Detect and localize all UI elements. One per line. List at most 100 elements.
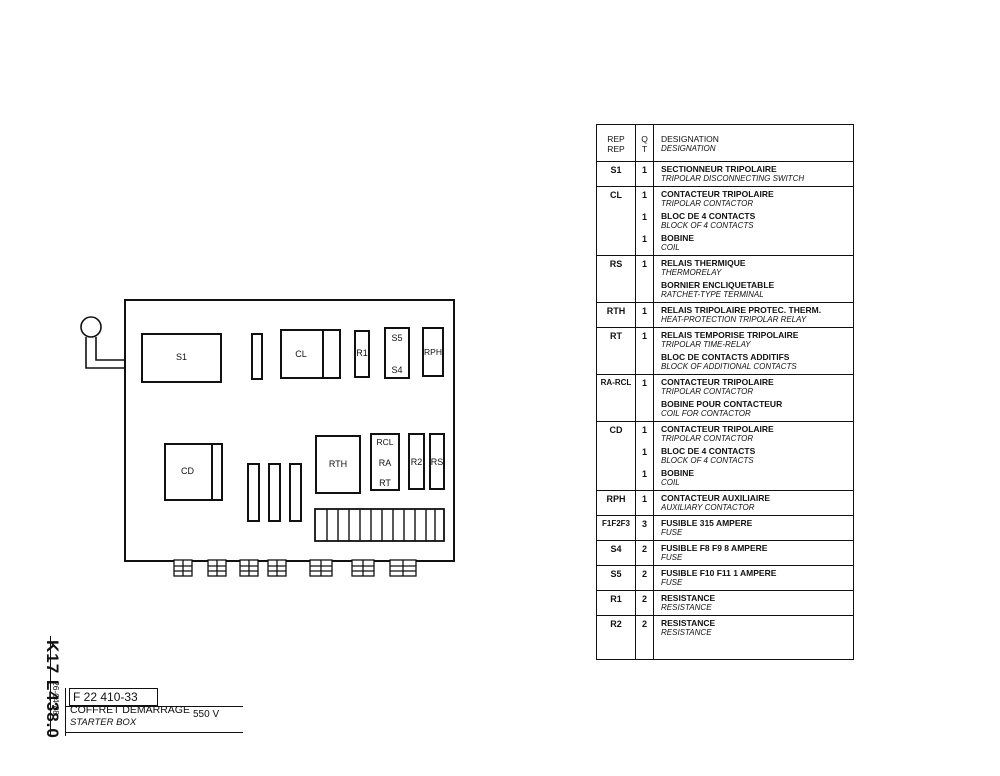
header-rep-en: REP <box>607 144 625 154</box>
terminal-bar <box>247 463 260 522</box>
designation-en: BLOCK OF ADDITIONAL CONTACTS <box>661 362 797 371</box>
row-quantity: 1 <box>641 165 647 175</box>
drawing-title-en: STARTER BOX <box>70 717 137 728</box>
drawing-reference: F 22 410-33 <box>69 688 158 706</box>
terminal-strip <box>314 508 445 542</box>
component-s1-label: S1 <box>175 352 187 362</box>
designation-fr: BLOC DE 4 CONTACTS <box>661 211 756 221</box>
designation-en: BLOCK OF 4 CONTACTS <box>661 456 754 465</box>
component-ra-label: RA <box>378 458 392 468</box>
designation-fr: FUSIBLE F10 F11 1 AMPERE <box>661 568 777 578</box>
designation-en: TRIPOLAR CONTACTOR <box>661 199 754 208</box>
component-cl-divider <box>322 329 324 379</box>
terminal-bar <box>251 333 263 380</box>
row-reference: S1 <box>610 165 622 175</box>
component-rs <box>429 433 445 490</box>
drawing-title-fr: COFFRET DEMARRAGE <box>70 704 190 716</box>
component-rt-label: RT <box>379 478 391 488</box>
row-designation: RELAIS TRIPOLAIRE PROTEC. THERM.HEAT-PRO… <box>661 305 851 325</box>
component-s5-label: S5 <box>391 333 403 343</box>
component-rph-label: RPH <box>424 347 442 357</box>
component-r1-label: R1 <box>356 348 368 358</box>
row-quantity: 1 <box>641 494 647 504</box>
designation-fr: RESISTANCE <box>661 593 716 603</box>
component-rcl-label: RCL <box>376 437 394 447</box>
row-quantity: 3 <box>641 519 647 529</box>
row-reference: S5 <box>610 569 622 579</box>
row-quantity: 1 <box>641 331 647 341</box>
designation-en: RESISTANCE <box>661 628 712 637</box>
column-divider <box>653 125 654 659</box>
component-rs-label: RS <box>430 457 444 467</box>
component-s4-label: S4 <box>391 365 403 375</box>
row-quantity: 1 <box>641 469 647 479</box>
row-quantity: 1 <box>641 234 647 244</box>
row-reference: F1F2F3 <box>601 519 630 528</box>
cable-glands <box>173 559 417 577</box>
designation-fr: CONTACTEUR TRIPOLAIRE <box>661 424 774 434</box>
header-rep-fr: REP <box>607 134 625 144</box>
row-reference: RPH <box>606 494 626 504</box>
designation-fr: SECTIONNEUR TRIPOLAIRE <box>661 164 777 174</box>
designation-en: TRIPOLAR CONTACTOR <box>661 434 754 443</box>
component-cl-label: CL <box>295 349 307 359</box>
designation-fr: BLOC DE CONTACTS ADDITIFS <box>661 352 790 362</box>
title-block-divider <box>65 706 243 707</box>
component-rth <box>315 435 361 494</box>
component-r2 <box>408 433 425 490</box>
component-rth-label: RTH <box>328 459 348 469</box>
title-block-divider <box>50 636 52 736</box>
starter-box-diagram <box>70 290 470 590</box>
header-qt-t: T <box>641 144 648 154</box>
row-quantity: 1 <box>641 190 647 200</box>
title-block-divider <box>65 688 67 736</box>
designation-en: COIL <box>661 478 680 487</box>
column-divider <box>635 125 636 659</box>
terminal-bar <box>268 463 281 522</box>
designation-en: THERMORELAY <box>661 268 722 277</box>
component-r1 <box>354 330 370 378</box>
component-r2-label: R2 <box>410 457 423 467</box>
component-s5-s4 <box>384 327 410 379</box>
designation-fr: FUSIBLE 315 AMPERE <box>661 518 753 528</box>
drawing-date: 26-04-88 <box>51 681 61 716</box>
row-reference: RTH <box>606 306 626 316</box>
row-reference: RT <box>610 331 622 341</box>
row-reference: CL <box>610 190 622 200</box>
row-reference: RA-RCL <box>600 378 632 387</box>
component-cl <box>280 329 341 379</box>
designation-en: TRIPOLAR DISCONNECTING SWITCH <box>661 174 805 183</box>
header-qt-q: Q <box>641 134 648 144</box>
designation-en: BLOCK OF 4 CONTACTS <box>661 221 754 230</box>
component-rcl-ra-rt <box>370 433 400 491</box>
designation-fr: BORNIER ENCLIQUETABLE <box>661 280 775 290</box>
designation-fr: RELAIS TEMPORISE TRIPOLAIRE <box>661 330 799 340</box>
designation-fr: CONTACTEUR AUXILIAIRE <box>661 493 771 503</box>
designation-en: RATCHET-TYPE TERMINAL <box>661 290 764 299</box>
terminal-bar <box>289 463 302 522</box>
designation-en: TRIPOLAR CONTACTOR <box>661 387 754 396</box>
designation-en: COIL FOR CONTACTOR <box>661 409 751 418</box>
designation-fr: RESISTANCE <box>661 618 716 628</box>
designation-en: FUSE <box>661 553 683 562</box>
